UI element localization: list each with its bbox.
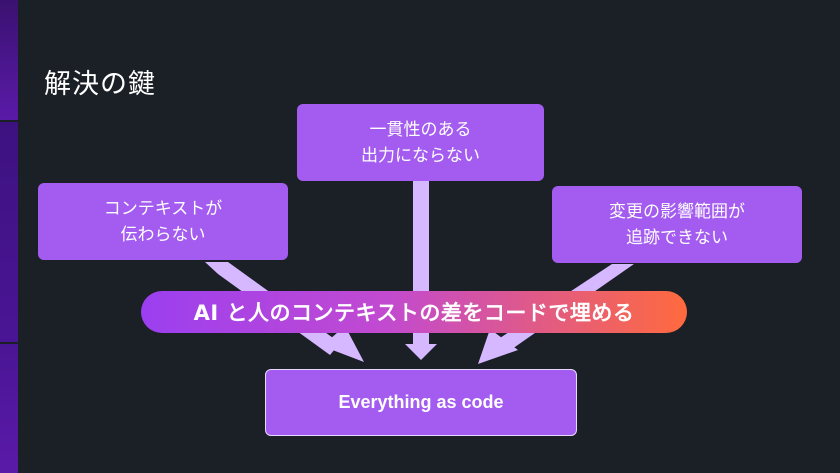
problem-box-impact: 変更の影響範囲が 追跡できない (552, 186, 802, 263)
problem-box-context: コンテキストが 伝わらない (38, 183, 288, 260)
arrow-left-head (322, 326, 364, 362)
result-box: Everything as code (265, 369, 577, 436)
side-accent-bar (0, 344, 18, 473)
arrow-center-head (405, 344, 437, 360)
problem-box-consistency: 一貫性のある 出力にならない (297, 104, 544, 181)
side-accent-bar (0, 0, 18, 120)
arrow-right-head (478, 329, 518, 364)
key-message-banner: AI と人のコンテキストの差をコードで埋める (141, 291, 687, 333)
slide-title: 解決の鍵 (44, 69, 156, 100)
side-accent-bar (0, 122, 18, 342)
